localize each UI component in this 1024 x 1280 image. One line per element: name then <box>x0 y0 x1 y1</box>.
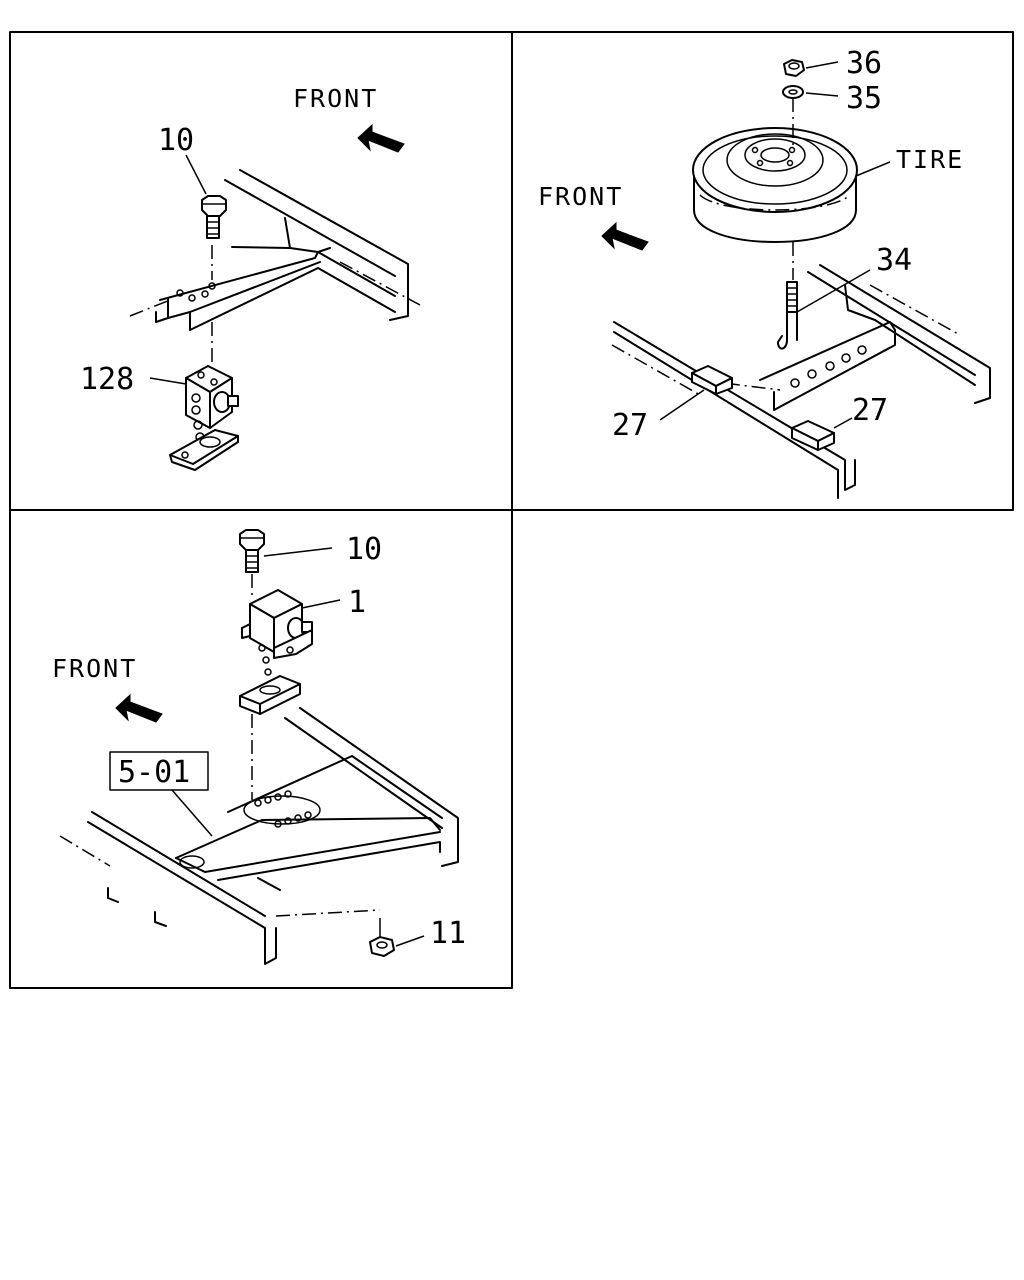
leader-line <box>855 161 891 177</box>
callout-10: 10 <box>346 532 382 567</box>
leader-line <box>185 154 207 195</box>
leader-line <box>149 377 187 385</box>
leader-line <box>805 92 839 97</box>
rubber-block-icon <box>791 420 835 451</box>
frame-rails <box>59 707 459 965</box>
leader-line <box>301 599 341 609</box>
leader-line <box>395 935 425 947</box>
callout-10: 10 <box>158 123 194 158</box>
leader-line <box>833 417 853 429</box>
callout-11: 11 <box>430 916 466 951</box>
panel-top-left: FRONT <box>80 84 421 471</box>
bracket-icon <box>169 365 239 471</box>
panel-bottom-left: 10 1 FRONT <box>52 529 466 965</box>
callout-35: 35 <box>846 81 882 116</box>
washer-icon <box>782 85 804 99</box>
front-label: FRONT <box>52 654 137 683</box>
mount-plate-icon <box>239 675 301 715</box>
frame-rails <box>129 169 421 331</box>
carrier-icon <box>241 589 313 688</box>
panel-frames <box>9 31 1014 989</box>
leader-line <box>263 547 333 557</box>
front-label: FRONT <box>293 84 378 113</box>
bolt-icon <box>239 529 265 596</box>
leader-line <box>171 789 213 837</box>
callout-34: 34 <box>876 243 912 278</box>
hook-bolt-icon <box>777 242 798 350</box>
tire-icon <box>692 98 858 243</box>
reference-box <box>109 751 209 791</box>
front-arrow-icon <box>115 693 163 723</box>
leader-line <box>659 389 705 421</box>
nut-icon <box>783 59 805 77</box>
front-label: FRONT <box>538 182 623 211</box>
panel-top-right: 36 35 TIRE FRONT <box>538 46 991 499</box>
callout-128: 128 <box>80 362 134 397</box>
nut-icon <box>369 936 395 957</box>
tire-label: TIRE <box>896 145 964 174</box>
callout-1: 1 <box>348 585 366 620</box>
frame-rails <box>611 264 991 499</box>
callout-27-left: 27 <box>612 408 648 443</box>
leader-line <box>805 61 839 69</box>
front-arrow-icon <box>357 123 405 153</box>
callout-36: 36 <box>846 46 882 81</box>
front-arrow-icon <box>601 221 649 251</box>
leader-line <box>796 269 871 313</box>
bolt-icon <box>201 195 227 280</box>
callout-27-right: 27 <box>852 393 888 428</box>
rubber-block-icon <box>691 365 733 395</box>
reference-label: 5-01 <box>118 755 190 790</box>
